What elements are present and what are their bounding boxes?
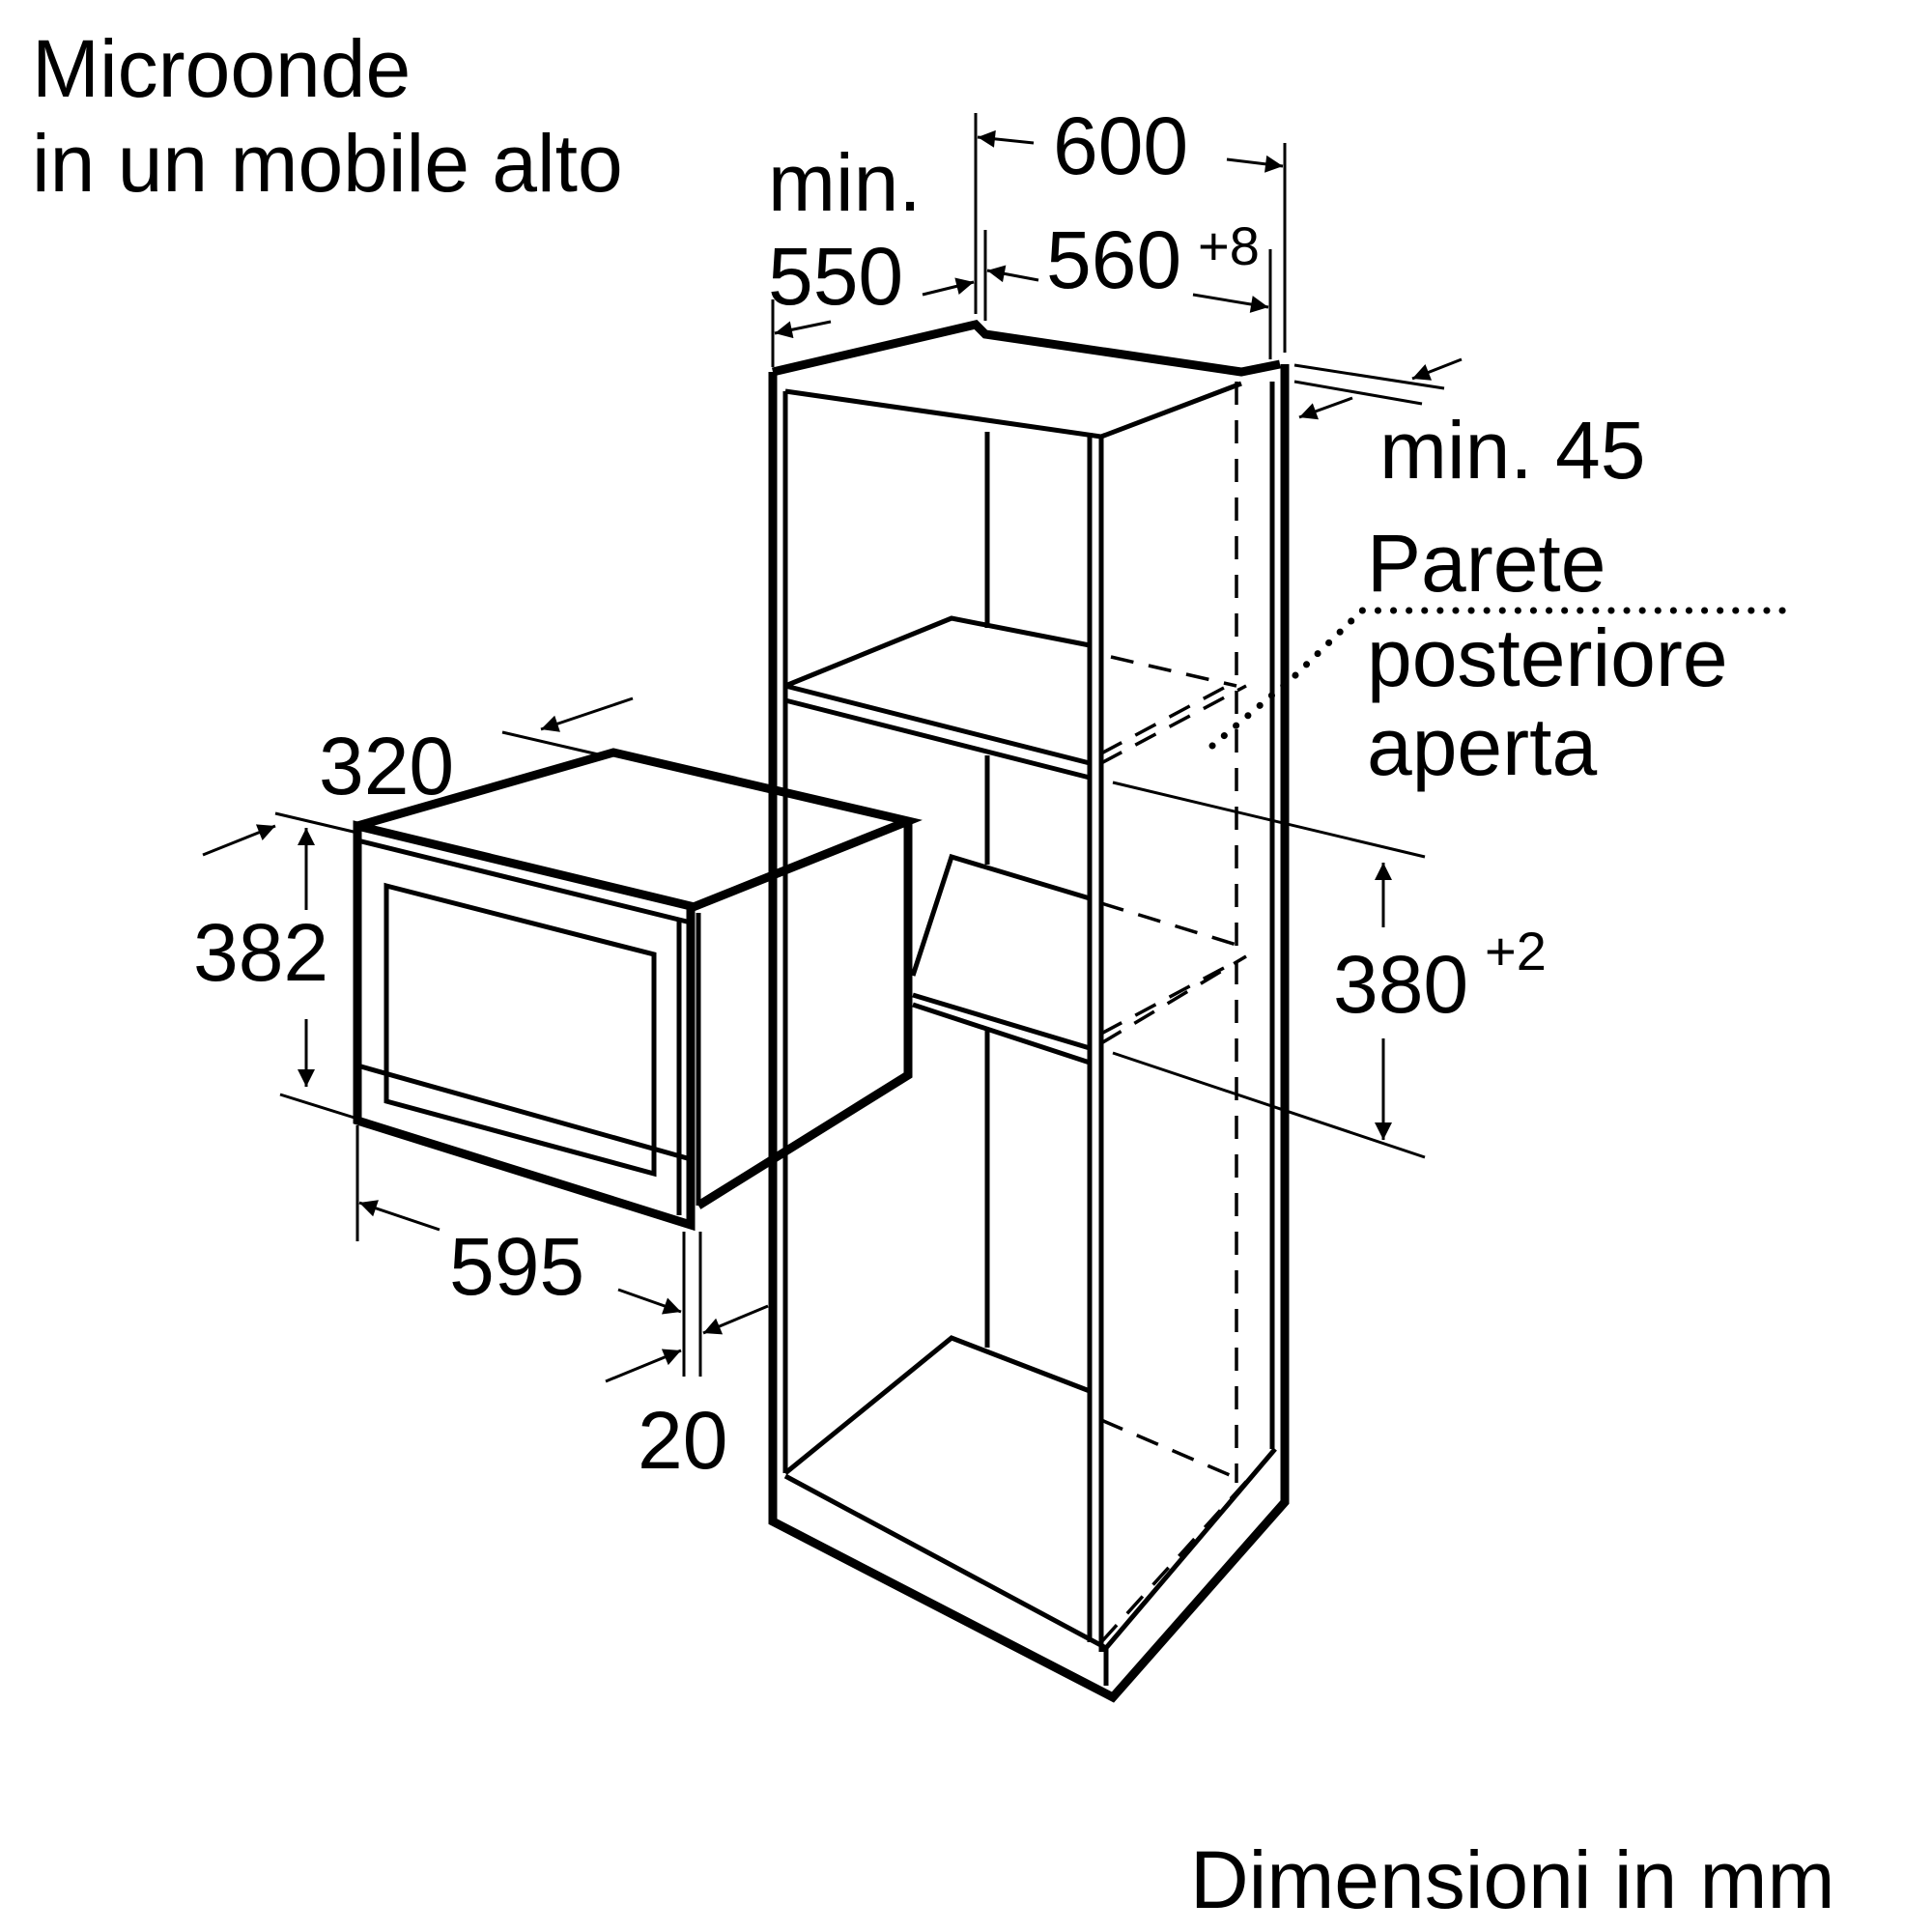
dim-appliance-depth: 320 [319, 721, 454, 811]
dim-niche-height: 380 +2 [1333, 921, 1547, 1030]
dim-depth-value: 550 [768, 231, 903, 322]
dimension-lines [202, 113, 1463, 1383]
dim-outer-width: 600 [1053, 100, 1188, 191]
svg-text:380: 380 [1333, 939, 1468, 1030]
rear-wall-leader [1208, 607, 1801, 750]
dim-front-projection: 20 [638, 1395, 727, 1486]
title-line-2: in un mobile alto [32, 118, 623, 209]
title-line-1: Microonde [32, 23, 411, 114]
svg-text:560: 560 [1046, 214, 1181, 305]
units-note: Dimensioni in mm [1190, 1834, 1835, 1925]
svg-text:+2: +2 [1485, 921, 1547, 981]
rear-wall-line-3: aperta [1367, 701, 1597, 792]
microwave-appliance [353, 748, 923, 1232]
dim-appliance-height: 382 [193, 907, 328, 998]
dim-rear-gap: min. 45 [1379, 405, 1645, 496]
rear-wall-line-1: Parete [1367, 518, 1606, 609]
tall-cabinet [768, 320, 1290, 1703]
dim-depth-label: min. [768, 137, 922, 228]
rear-wall-line-2: posteriore [1367, 612, 1728, 703]
svg-text:+8: +8 [1198, 215, 1260, 276]
dim-appliance-width: 595 [449, 1221, 584, 1312]
dim-inner-width: 560 +8 [1046, 214, 1260, 305]
